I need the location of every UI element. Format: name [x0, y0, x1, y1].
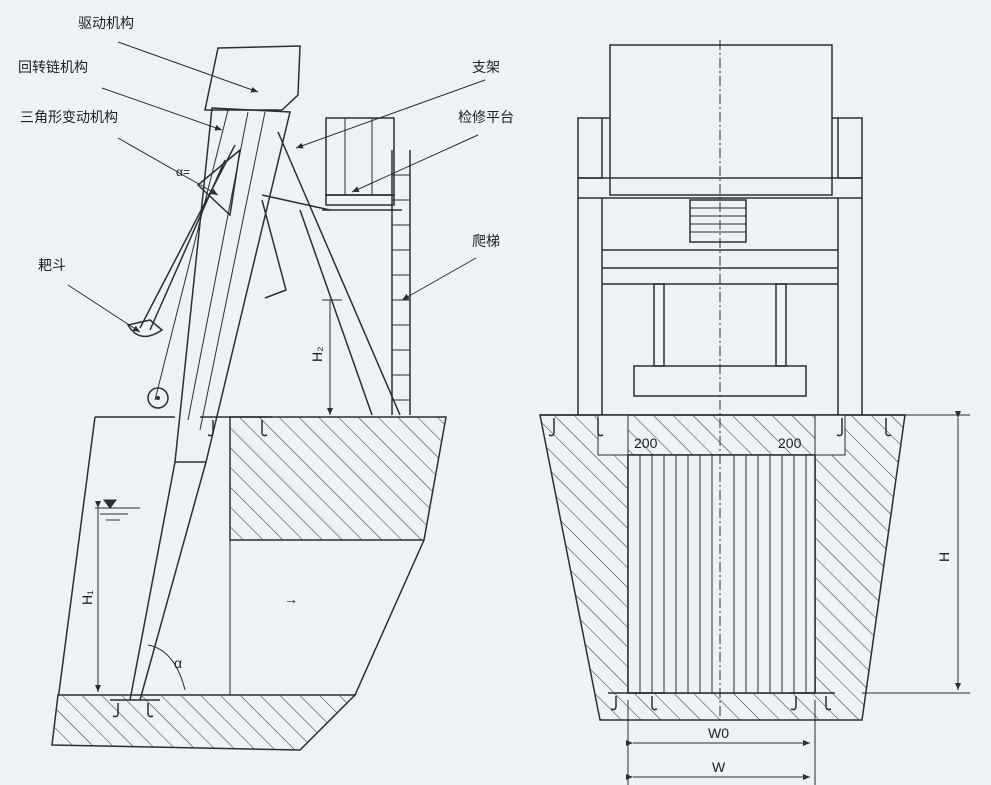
w-label: W [712, 759, 726, 775]
h1-label: H₁ [79, 590, 95, 605]
gap-left-label: 200 [634, 435, 658, 451]
gearbox [689, 199, 747, 243]
anchor-bolts-front [548, 418, 892, 711]
anchor-bolts-side [110, 416, 272, 718]
gap-right-label: 200 [778, 435, 802, 451]
rake-arm: α= [126, 144, 242, 338]
w0-dimension: W0 [626, 700, 816, 785]
drive-housing [204, 45, 301, 111]
w-dimension: W [626, 759, 810, 780]
h1-dimension: H₁ [79, 501, 101, 692]
flow-arrow: → [284, 591, 298, 607]
channel-wall-right [354, 539, 425, 696]
bottom-concrete-left [51, 694, 357, 751]
ladder [391, 150, 411, 415]
water-level [95, 499, 140, 521]
front-drive-housing [609, 44, 833, 196]
label-rake: 耙斗 [38, 257, 66, 273]
label-support: 支架 [472, 59, 500, 75]
label-ladder: 爬梯 [472, 233, 500, 249]
w0-label: W0 [708, 725, 729, 741]
label-drive: 驱动机构 [78, 15, 134, 31]
label-platform: 检修平台 [458, 109, 514, 125]
label-chain: 回转链机构 [18, 59, 88, 75]
channel-wall-left [57, 416, 175, 701]
h-dimension: H [862, 411, 970, 694]
support-frame [261, 117, 402, 416]
label-triangle: 三角形变动机构 [20, 109, 118, 125]
screen-bars [639, 455, 807, 693]
front-view: 200 200 H W0 W [539, 40, 970, 785]
svg-text:α=: α= [176, 165, 190, 179]
h-label: H [936, 552, 952, 562]
h2-label: H₂ [309, 346, 325, 362]
bottom-sprocket [147, 387, 169, 409]
h2-dimension: H₂ [309, 299, 342, 415]
alpha-label: α [174, 655, 182, 671]
side-view: H₁ [18, 15, 514, 751]
